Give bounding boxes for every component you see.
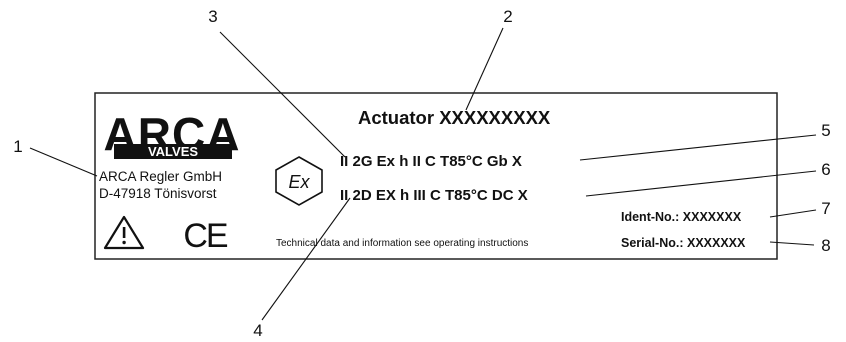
ex-symbol-text: Ex (288, 172, 310, 192)
technical-note: Technical data and information see opera… (276, 238, 528, 249)
leader-line-3 (219, 31, 346, 158)
leader-line-6 (585, 170, 817, 197)
callout-6: 6 (821, 160, 830, 179)
company-name: ARCA Regler GmbH (99, 169, 222, 184)
ce-mark: CE (183, 217, 228, 255)
dust-marking: II 2D EX h III C T85°C DC X (340, 187, 528, 204)
company-address: D-47918 Tönisvorst (99, 186, 217, 201)
callout-1: 1 (13, 137, 22, 156)
logo-subtext: VALVES (148, 144, 198, 159)
logo-band (114, 144, 232, 159)
leader-lines (29, 27, 817, 321)
ex-symbol-icon: Ex (275, 156, 323, 206)
callout-8: 8 (821, 236, 830, 255)
arca-logo: ARCA VALVES (104, 108, 240, 160)
leader-line-8 (769, 241, 815, 246)
callout-2: 2 (503, 7, 512, 26)
leader-line-7 (769, 209, 817, 218)
nameplate-border (94, 92, 778, 260)
callout-7: 7 (821, 199, 830, 218)
callout-5: 5 (821, 121, 830, 140)
gas-marking: II 2G Ex h II C T85°C Gb X (340, 153, 522, 170)
actuator-label: Actuator XXXXXXXXX (358, 107, 551, 128)
callout-3: 3 (208, 7, 217, 26)
leader-line-4 (261, 197, 351, 321)
callout-4: 4 (253, 321, 262, 340)
serial-number: Serial-No.: XXXXXXX (621, 236, 746, 250)
leader-line-2 (465, 27, 504, 111)
warning-triangle-icon (103, 215, 145, 250)
leader-line-1 (29, 147, 98, 177)
leader-line-5 (579, 134, 817, 161)
ident-number: Ident-No.: XXXXXXX (621, 210, 742, 224)
